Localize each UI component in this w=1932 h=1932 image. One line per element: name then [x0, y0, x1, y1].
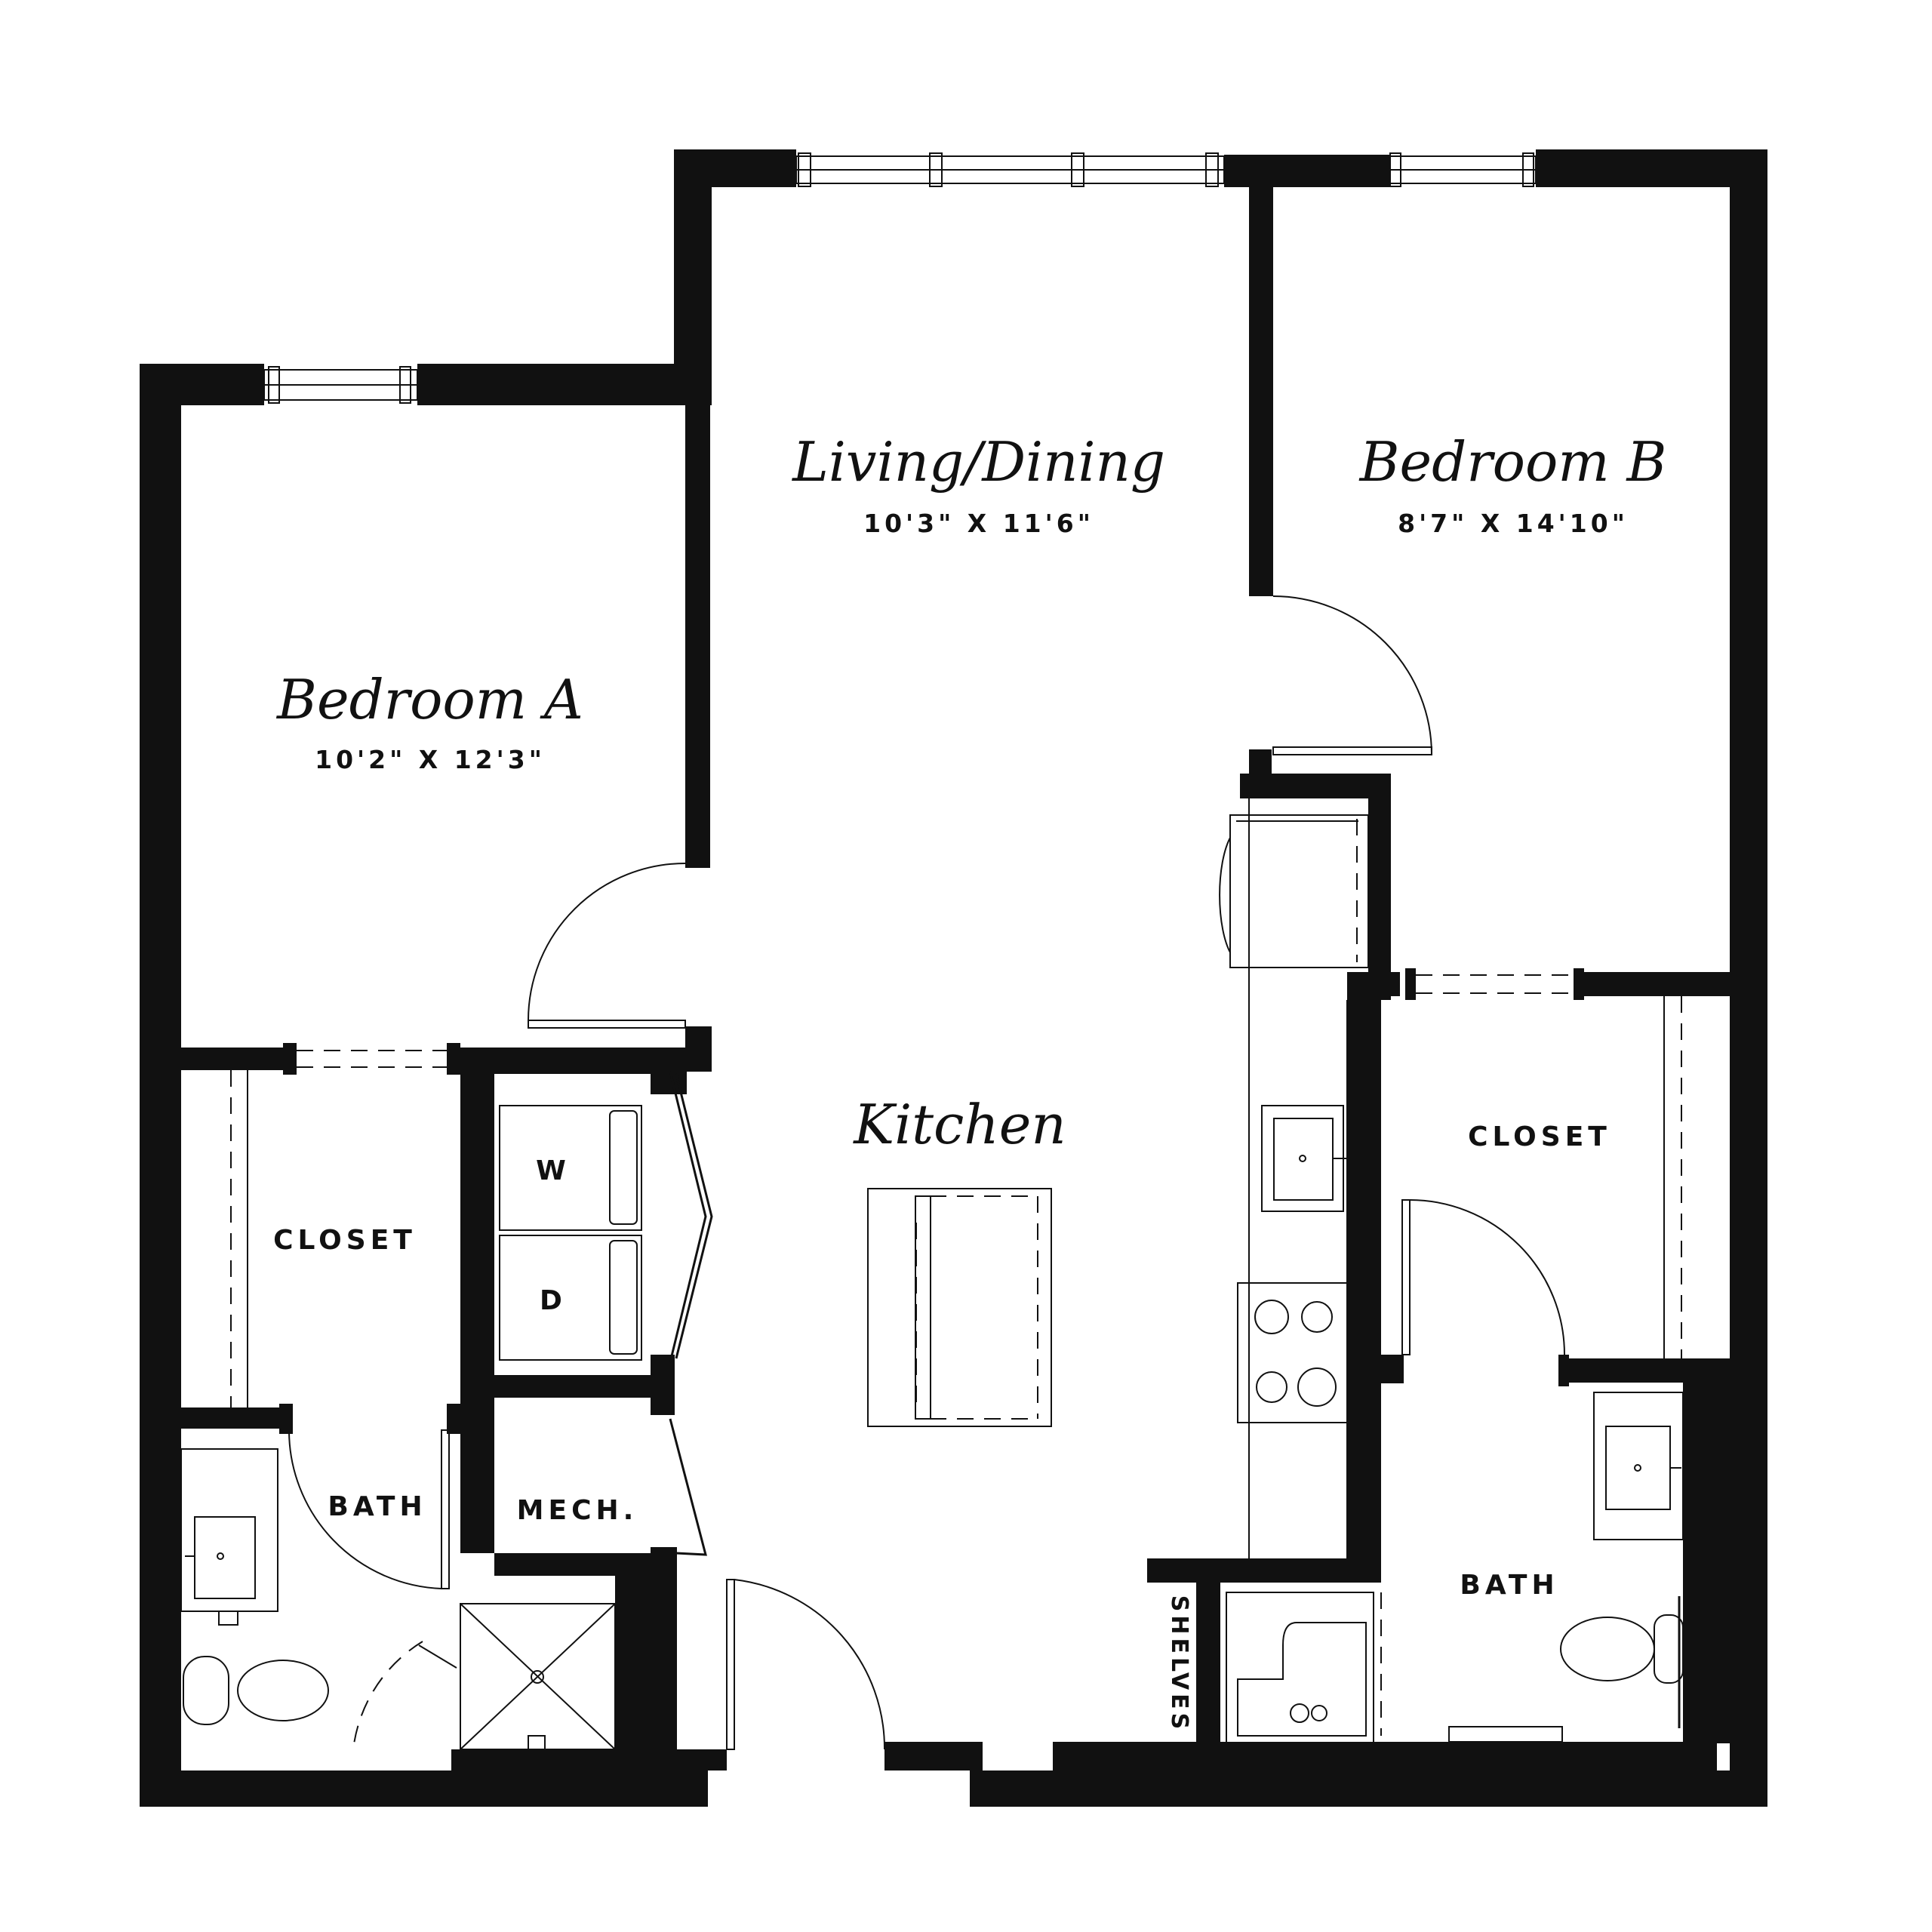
- kitchen-fixtures: [867, 798, 1369, 1558]
- dryer-label: D: [540, 1285, 567, 1316]
- laundry-fixtures: [499, 1105, 642, 1361]
- mech-label: MECH.: [517, 1495, 638, 1526]
- bedroom-a-dims: 10'2" X 12'3": [315, 745, 546, 774]
- closet-b-label: CLOSET: [1468, 1121, 1611, 1152]
- bedroom-b-name: Bedroom B: [1358, 430, 1667, 494]
- exterior-walls: [140, 149, 1767, 1807]
- bedroom-b-dims: 8'7" X 14'10": [1398, 509, 1629, 538]
- bath-a-label: BATH: [328, 1491, 426, 1522]
- closet-rods: [230, 974, 1682, 1407]
- doors: [288, 595, 1565, 1750]
- living-dining-name: Living/Dining: [791, 430, 1165, 494]
- interior-walls: [181, 187, 1735, 1771]
- windows: [263, 152, 1537, 404]
- washer-label: W: [536, 1155, 571, 1186]
- kitchen-name: Kitchen: [852, 1093, 1066, 1156]
- bath-b-fixtures: [1226, 1392, 1684, 1744]
- bedroom-a-name: Bedroom A: [275, 668, 583, 731]
- living-dining-dims: 10'3" X 11'6": [863, 509, 1094, 538]
- shelves-label: SHELVES: [1166, 1595, 1192, 1734]
- closet-a-label: CLOSET: [273, 1225, 417, 1256]
- room-labels: Living/Dining 10'3" X 11'6" Bedroom B 8'…: [273, 430, 1666, 1733]
- bath-a-fixtures: [180, 1448, 616, 1750]
- bath-b-label: BATH: [1460, 1570, 1558, 1601]
